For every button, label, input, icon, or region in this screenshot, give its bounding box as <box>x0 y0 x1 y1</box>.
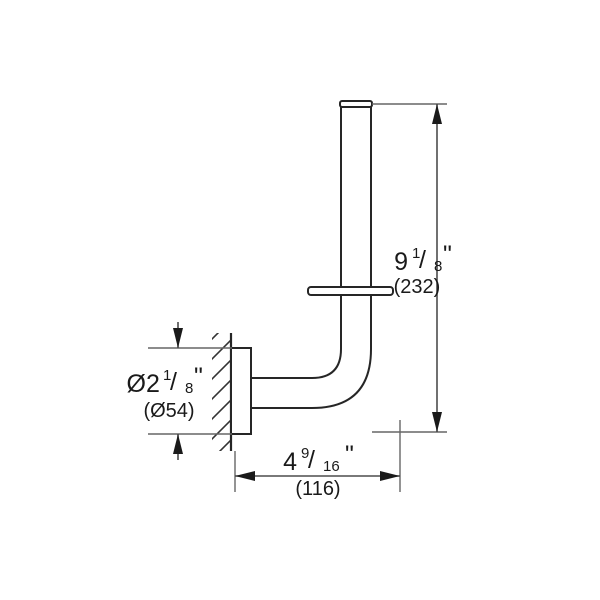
dimension-overall-height: 9 1 / 8 " (232) <box>372 103 452 433</box>
projection-imperial-frac-numerator: 9 <box>301 445 309 462</box>
height-metric-value: (232) <box>394 276 441 298</box>
height-imperial-frac-slash: / <box>419 246 426 274</box>
diameter-metric-value: (Ø54) <box>143 400 194 422</box>
diameter-imperial-whole: 2 <box>146 370 160 398</box>
diameter-arrow-top <box>173 328 183 348</box>
height-arrow-bottom <box>432 412 442 432</box>
height-imperial-frac-numerator: 1 <box>412 245 420 262</box>
height-arrow-top <box>432 104 442 124</box>
pipe-outer-profile <box>251 104 372 409</box>
diameter-imperial-unit: " <box>194 363 203 391</box>
dimension-wall-projection: 4 9 / 16 " (116) <box>234 420 401 500</box>
diameter-imperial-frac-denominator: 8 <box>185 380 193 397</box>
disc-stop-flange <box>307 286 394 296</box>
projection-imperial-unit: " <box>345 441 354 469</box>
diameter-imperial-frac-numerator: 1 <box>163 367 171 384</box>
projection-metric-value: (116) <box>295 478 340 500</box>
pipe-inner-profile <box>251 104 342 379</box>
height-imperial-frac-denominator: 8 <box>434 258 442 275</box>
projection-arrow-left <box>235 471 255 481</box>
dimension-flange-diameter: Ø 2 1 / 8 " (Ø54) <box>127 322 232 460</box>
projection-imperial-whole: 4 <box>283 448 297 476</box>
pipe-body <box>251 104 372 409</box>
diameter-imperial-frac-slash: / <box>170 368 177 396</box>
height-imperial-whole: 9 <box>394 248 408 276</box>
wall-mount-plate <box>230 347 252 435</box>
diameter-symbol: Ø <box>127 370 146 398</box>
projection-arrow-right <box>380 471 400 481</box>
pipe-top-cap <box>339 100 373 108</box>
height-imperial-unit: " <box>443 241 452 269</box>
diameter-arrow-bottom <box>173 434 183 454</box>
projection-imperial-frac-denominator: 16 <box>323 458 340 475</box>
projection-imperial-frac-slash: / <box>308 446 315 474</box>
